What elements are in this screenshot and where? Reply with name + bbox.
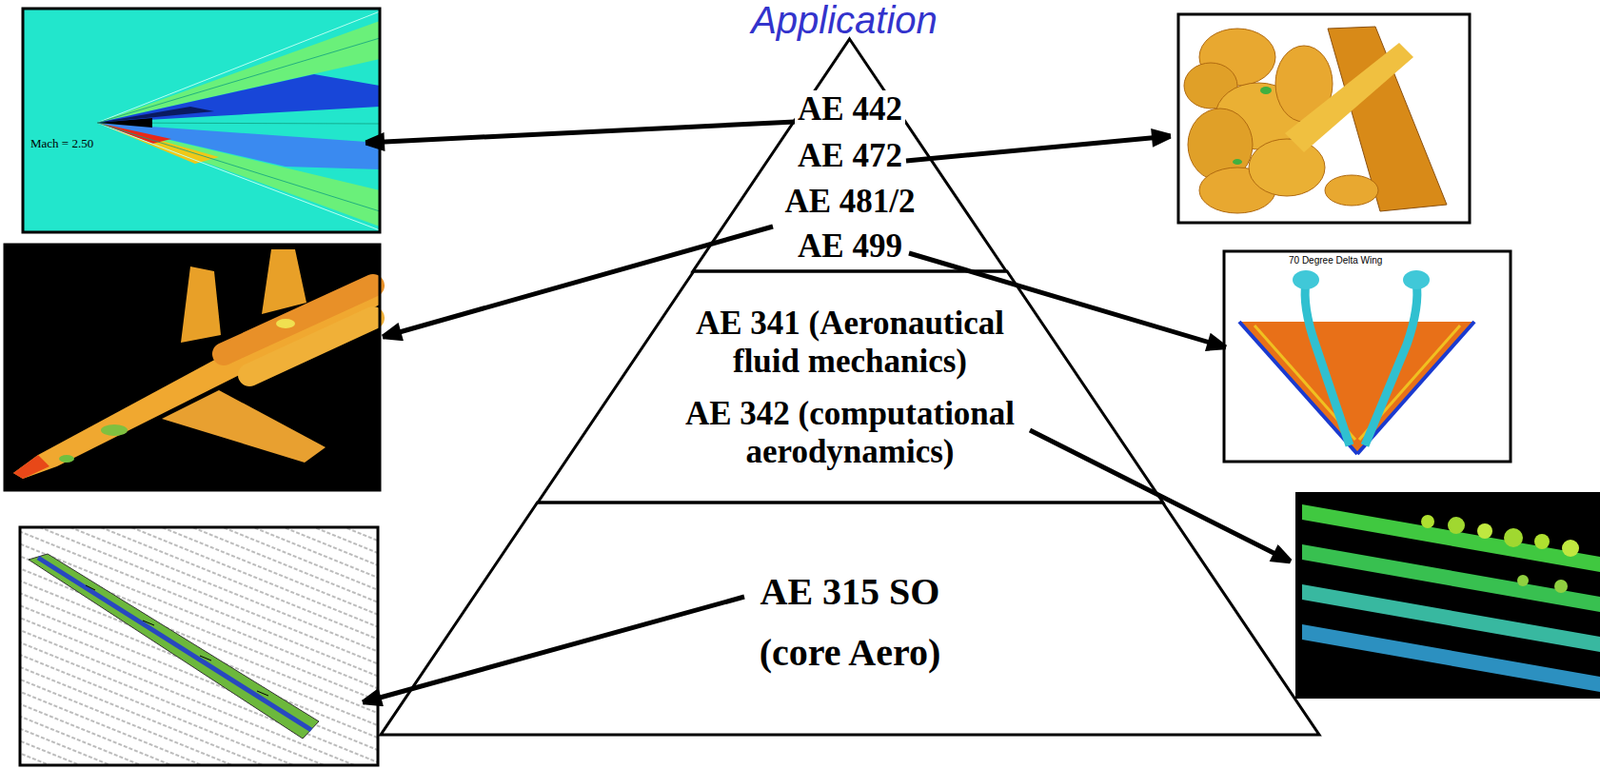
streamlines — [19, 527, 378, 766]
course-label: AE 499 — [794, 227, 906, 266]
leader-arrow — [362, 596, 745, 703]
turbulence-blob — [1503, 528, 1523, 548]
leader-arrow — [906, 136, 1171, 161]
image-caption: Mach = 2.50 — [30, 137, 94, 151]
contour-line — [97, 38, 380, 123]
leader-arrow — [1029, 430, 1291, 562]
contour-band — [97, 122, 380, 227]
chord-line — [85, 585, 96, 591]
leading-edge — [1239, 321, 1358, 455]
turbulence-blob — [1421, 514, 1435, 529]
image-ground — [1224, 251, 1511, 462]
image-frame — [22, 8, 380, 233]
course-label: AE 472 — [794, 137, 906, 176]
contour-band — [97, 122, 380, 170]
image-frame — [4, 244, 380, 491]
chord-line — [256, 691, 269, 696]
turbulence-blob — [1561, 539, 1580, 557]
pressure-spot — [100, 424, 128, 436]
vortex-tube — [1364, 281, 1418, 446]
contour-line — [97, 122, 380, 212]
shock-line — [97, 122, 380, 231]
aircraft-engine — [249, 317, 374, 376]
stripe-plot — [1295, 492, 1600, 699]
image-ground — [1295, 492, 1600, 699]
turbulence-blob — [1534, 533, 1550, 550]
image-frame — [19, 527, 378, 766]
pyramid-band-outline — [380, 502, 1320, 735]
vortex-blob — [1248, 138, 1325, 197]
turbulence-blob — [1477, 523, 1493, 539]
image-frame — [1224, 251, 1511, 462]
vortex-burst — [1292, 270, 1320, 290]
leading-edge — [1357, 321, 1475, 455]
aircraft-nose — [13, 454, 50, 479]
aircraft-fuselage — [1284, 42, 1414, 153]
vortex-blob — [1324, 175, 1379, 206]
aircraft-fuselage — [13, 276, 380, 479]
vortex-spot — [1260, 86, 1272, 95]
turbulence-blob — [1447, 516, 1465, 534]
shock-line — [97, 11, 380, 123]
flow-stripe — [1302, 624, 1600, 692]
pyramid-band-outline — [537, 271, 1164, 503]
pyramid-band-outline — [692, 39, 1007, 272]
image-ground — [4, 244, 380, 491]
course-label: AE 342 (computational aerodynamics) — [669, 395, 1031, 473]
contour-band — [97, 74, 380, 123]
wing — [28, 553, 319, 739]
cone-body — [97, 118, 153, 128]
image-caption: 70 Degree Delta Wing — [1286, 255, 1384, 266]
delta-wing — [1239, 321, 1475, 455]
image-frame — [1178, 14, 1470, 223]
course-label: AE 341 (Aeronautical fluid mechanics) — [669, 304, 1031, 382]
image-ground — [1178, 14, 1470, 223]
course-label: AE 442 — [794, 90, 906, 129]
pyramid-band: AE 442 AE 472 AE 481/2 AE 499 — [692, 39, 1007, 272]
chord-line — [199, 655, 212, 661]
pressure-spot — [276, 318, 296, 329]
turbulence-blob — [1517, 574, 1529, 587]
vortex-tube — [1304, 281, 1350, 446]
wing-stripe — [38, 557, 312, 731]
vortex-spot — [1232, 158, 1243, 165]
vortex-burst — [1402, 270, 1430, 290]
course-label: AE 481/2 — [781, 182, 918, 221]
mach-plot — [22, 8, 380, 233]
pyramid-band: AE 341 (Aeronautical fluid mechanics) AE … — [537, 271, 1164, 503]
turbulence-blob — [1554, 579, 1568, 593]
plot-ground — [22, 8, 380, 233]
course-label: AE 315 SO — [760, 570, 941, 614]
aircraft-fin — [261, 249, 307, 315]
pyramid-band: AE 315 SO (core Aero) — [380, 502, 1320, 735]
chord-line — [142, 620, 155, 626]
leader-arrow — [365, 121, 795, 143]
course-label: (core Aero) — [759, 631, 942, 675]
contour-band — [97, 20, 380, 123]
contour-band — [97, 106, 215, 123]
aircraft-fin — [180, 266, 221, 343]
pressure-spot — [59, 454, 75, 463]
contour-band — [97, 122, 219, 164]
apex-title: Application — [750, 0, 938, 40]
band-outline-layer — [380, 502, 1320, 735]
